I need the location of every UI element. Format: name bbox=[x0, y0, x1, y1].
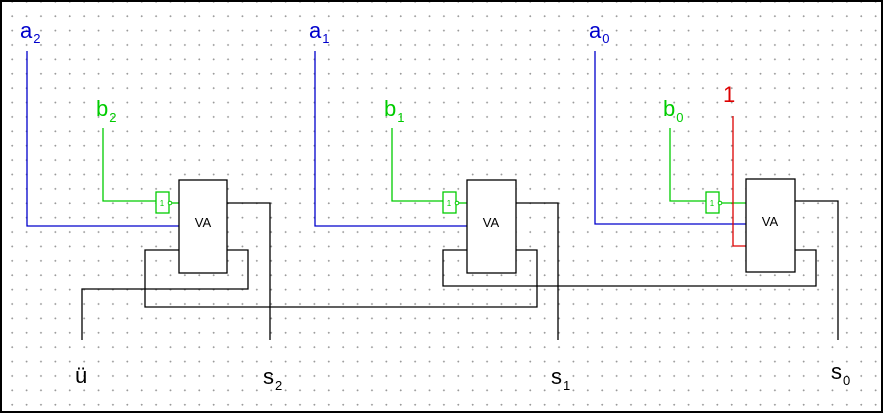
label-a1: a1 bbox=[309, 18, 329, 46]
label-b0: b0 bbox=[663, 96, 683, 125]
a0-wire bbox=[594, 51, 746, 225]
carry-in-wire bbox=[732, 116, 746, 247]
a2-wire bbox=[26, 51, 179, 227]
b2-wire bbox=[102, 128, 156, 202]
full-adder-0-label: VA bbox=[762, 214, 779, 229]
full-adder-1: VA bbox=[466, 179, 517, 274]
inverter-1-label: 1 bbox=[447, 199, 452, 208]
inverter-1: 1 bbox=[442, 191, 460, 214]
label-s2: s2 bbox=[263, 364, 282, 393]
label-s1: s1 bbox=[551, 364, 570, 393]
label-carry-in: 1 bbox=[723, 82, 735, 107]
a-input-wires bbox=[26, 51, 746, 227]
b0-wire bbox=[669, 128, 706, 202]
a1-wire bbox=[314, 51, 467, 227]
label-s0: s0 bbox=[831, 359, 850, 388]
label-a2: a2 bbox=[20, 18, 40, 46]
full-adder-1-label: VA bbox=[483, 215, 500, 230]
b1-wire bbox=[391, 128, 443, 202]
label-carry-out: ü bbox=[75, 363, 87, 388]
carry-1-to-2-wire bbox=[442, 249, 817, 287]
carry-0-to-1-wire bbox=[81, 249, 249, 340]
label-b2: b2 bbox=[96, 96, 116, 125]
s1-wire bbox=[516, 202, 559, 340]
full-adder-2-label: VA bbox=[195, 215, 212, 230]
inverter-2-label: 1 bbox=[160, 199, 165, 208]
s2-wire bbox=[227, 202, 271, 340]
label-b1: b1 bbox=[384, 96, 404, 125]
black-wires bbox=[81, 200, 839, 340]
inverter-0-label: 1 bbox=[710, 199, 715, 208]
carry-out-wire bbox=[144, 249, 538, 308]
full-adder-0: VA bbox=[745, 178, 796, 273]
inverter-0: 1 bbox=[705, 191, 723, 214]
inverter-2: 1 bbox=[155, 191, 173, 214]
s0-wire bbox=[795, 200, 839, 340]
label-a0: a0 bbox=[589, 18, 609, 46]
full-adder-2: VA bbox=[178, 179, 228, 274]
